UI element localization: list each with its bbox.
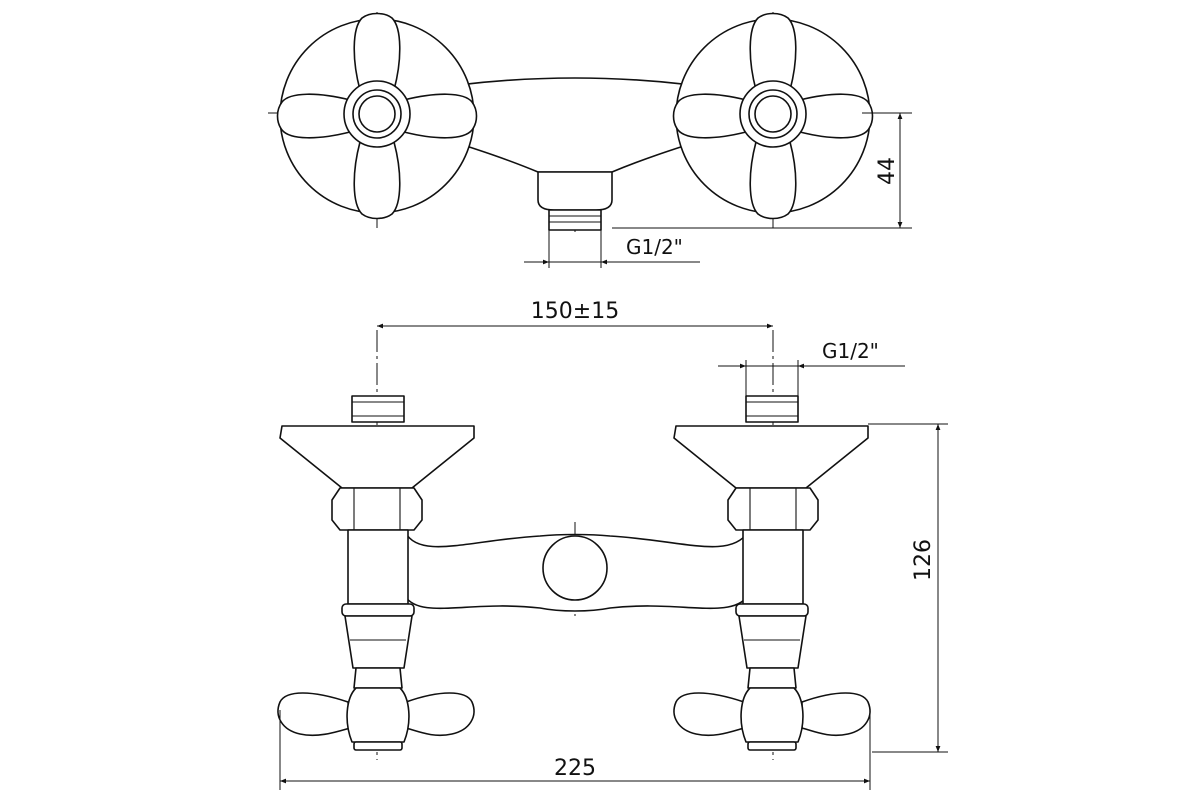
top-left-valve xyxy=(276,12,478,220)
front-right-handle-arm-left xyxy=(673,692,745,737)
front-right-stem xyxy=(747,667,797,689)
top-left-hub-mid xyxy=(352,89,402,139)
dim-225-label: 225 xyxy=(554,756,596,781)
top-left-handle-arm-right xyxy=(403,93,478,139)
front-left-bonnet xyxy=(344,615,413,669)
front-right-body-column xyxy=(742,529,804,605)
top-left-hub-outer xyxy=(343,80,411,148)
front-left-handle-arm-right xyxy=(405,692,475,737)
front-view: 150±15 G1/2" 126 225 xyxy=(277,299,948,790)
top-right-handle-arm-left xyxy=(672,93,747,139)
front-left-hex-nut xyxy=(331,487,423,531)
top-right-hub-inner xyxy=(754,95,792,133)
top-left-handle-arm-left xyxy=(276,93,351,139)
top-outlet-thread xyxy=(548,209,602,231)
front-left-body-column xyxy=(347,529,409,605)
front-left-handle-hub xyxy=(346,687,410,743)
front-right-rosette xyxy=(673,425,869,489)
front-right-ring xyxy=(735,603,809,617)
dim-g12-front-label: G1/2" xyxy=(822,339,879,363)
front-right-hex-nut xyxy=(727,487,819,531)
front-left-inlet-thread xyxy=(351,395,405,423)
front-left-rosette xyxy=(279,425,475,489)
front-right-inlet-thread xyxy=(745,395,799,423)
front-right-handle-arm-right xyxy=(801,692,871,737)
front-left-stem xyxy=(353,667,403,689)
dim-150-label: 150±15 xyxy=(531,299,619,324)
top-right-hub-mid xyxy=(748,89,798,139)
top-right-valve xyxy=(672,12,874,220)
front-left-handle-arm-left xyxy=(277,692,351,737)
top-outlet-nut xyxy=(537,171,613,211)
top-left-handle-arm-down xyxy=(353,141,401,220)
dim-126-label: 126 xyxy=(911,539,936,581)
front-left-ring xyxy=(341,603,415,617)
front-right-handle-hub xyxy=(740,687,804,743)
dim-g12-top-label: G1/2" xyxy=(626,235,683,259)
top-left-handle-arm-up xyxy=(353,12,401,91)
top-right-hub-outer xyxy=(739,80,807,148)
top-view: 44 G1/2" xyxy=(268,12,912,268)
front-left-handle-cap xyxy=(353,741,403,751)
dim-44-label: 44 xyxy=(875,157,900,185)
top-left-hub-inner xyxy=(358,95,396,133)
front-left-valve xyxy=(277,395,475,751)
front-right-valve xyxy=(673,395,871,751)
front-right-bonnet xyxy=(738,615,807,669)
front-outlet-circle xyxy=(542,535,608,601)
top-right-handle-arm-up xyxy=(749,12,797,91)
front-right-handle-cap xyxy=(747,741,797,751)
top-right-handle-arm-down xyxy=(749,141,797,220)
top-right-handle-arm-right xyxy=(799,93,874,139)
